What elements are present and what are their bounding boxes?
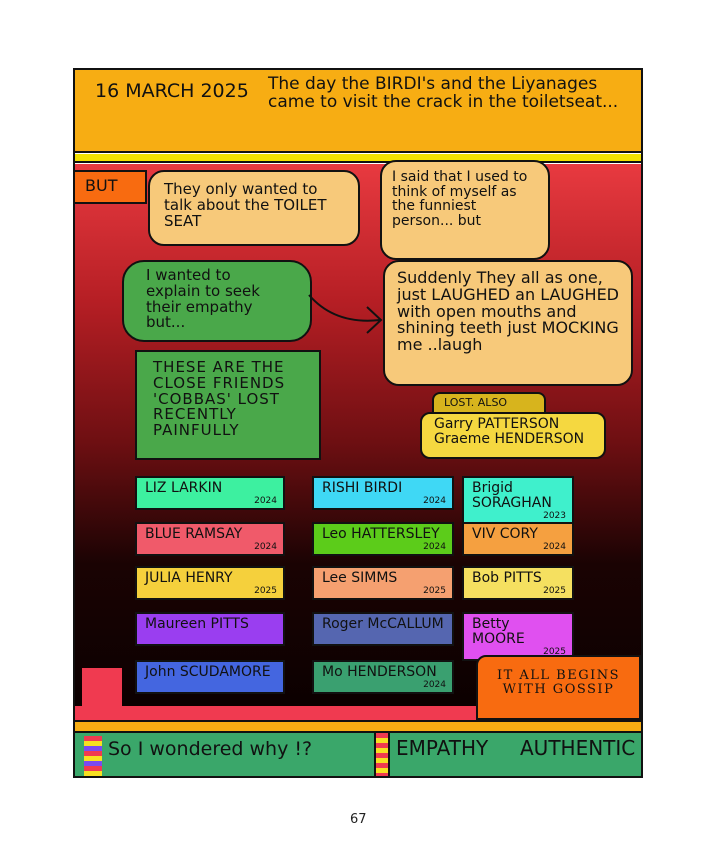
speech-bubble-empathy: I wanted to explain to seek their empath… (122, 260, 312, 342)
but-caption: BUT (75, 170, 147, 204)
name-tag-name: Roger McCALLUM (322, 616, 444, 632)
name-tag: VIV CORY 2024 (462, 522, 574, 556)
name-tag-name: Maureen PITTS (145, 616, 249, 632)
page-number: 67 (350, 812, 367, 827)
striped-edge (84, 736, 102, 776)
speech-bubble-toilet-seat: They only wanted to talk about the TOILE… (148, 170, 360, 246)
name-tag-year: 2024 (423, 496, 446, 506)
arrow-icon (308, 294, 383, 334)
friends-caption: THESE ARE THE CLOSE FRIENDS 'COBBAS' LOS… (135, 350, 321, 460)
name-tag-year: 2023 (543, 511, 566, 521)
gossip-caption: IT ALL BEGINS WITH GOSSIP (476, 655, 641, 720)
speech-bubble-funniest: I said that I used to think of myself as… (380, 160, 550, 260)
name-tag-name: Leo HATTERSLEY (322, 526, 440, 542)
header-band (75, 70, 641, 153)
comic-date: 16 MARCH 2025 (95, 80, 249, 102)
name-tag: Maureen PITTS (135, 612, 285, 646)
name-tag: Roger McCALLUM (312, 612, 454, 646)
footer-question: So I wondered why !? (108, 738, 313, 760)
name-tag: Betty MOORE 2025 (462, 612, 574, 661)
footer-empathy: EMPATHY (396, 736, 489, 760)
name-tag-name: John SCUDAMORE (145, 664, 271, 680)
name-tag-year: 2024 (543, 542, 566, 552)
name-tag-year: 2024 (254, 542, 277, 552)
name-tag-name: Brigid SORAGHAN (472, 480, 552, 511)
comic-headline: The day the BIRDI's and the Liyanages ca… (268, 74, 619, 112)
name-tag-year: 2025 (254, 586, 277, 596)
name-tag-name: RISHI BIRDI (322, 480, 403, 496)
orange-stripe (75, 720, 641, 733)
name-tag-name: Bob PITTS (472, 570, 542, 586)
name-tag-year: 2024 (254, 496, 277, 506)
name-tag-name: Betty MOORE (472, 616, 525, 647)
name-tag-year: 2024 (423, 680, 446, 690)
name-tag-year: 2025 (543, 586, 566, 596)
name-tag-year: 2025 (423, 586, 446, 596)
lost-name: Graeme HENDERSON (434, 430, 585, 447)
footer-band (75, 733, 641, 776)
lost-name: Garry PATTERSON (434, 416, 560, 432)
name-tag: RISHI BIRDI 2024 (312, 476, 454, 510)
name-tag-name: Lee SIMMS (322, 570, 398, 586)
lost-also-names: Garry PATTERSON Graeme HENDERSON (420, 412, 606, 459)
yellow-stripe (75, 154, 641, 163)
footer-authentic: AUTHENTIC (520, 736, 636, 760)
name-tag: John SCUDAMORE (135, 660, 285, 694)
name-tag-name: VIV CORY (472, 526, 538, 542)
name-tag: JULIA HENRY 2025 (135, 566, 285, 600)
name-tag: Lee SIMMS 2025 (312, 566, 454, 600)
name-tag-name: LIZ LARKIN (145, 480, 223, 496)
name-tag-year: 2025 (543, 647, 566, 657)
panel-frame (73, 68, 643, 778)
name-tag-name: Mo HENDERSON (322, 664, 437, 680)
name-tag: BLUE RAMSAY 2024 (135, 522, 285, 556)
striped-divider (374, 733, 390, 776)
name-tag-name: JULIA HENRY (145, 570, 233, 586)
name-tag: LIZ LARKIN 2024 (135, 476, 285, 510)
speech-bubble-laughed: Suddenly They all as one, just LAUGHED a… (383, 260, 633, 386)
name-tag-name: BLUE RAMSAY (145, 526, 243, 542)
name-tag-year: 2024 (423, 542, 446, 552)
